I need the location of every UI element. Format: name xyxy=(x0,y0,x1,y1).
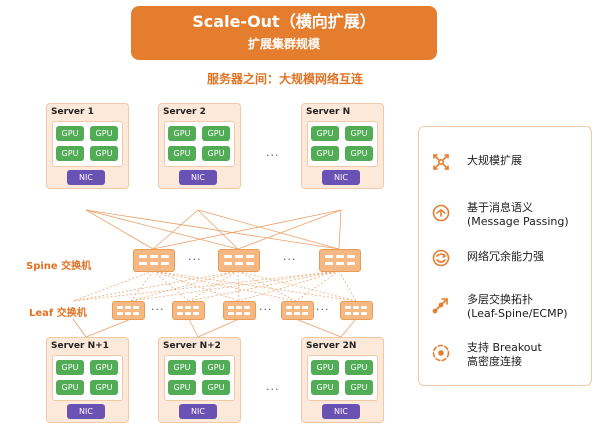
gpu-chip: GPU xyxy=(311,360,339,375)
gpu-group: GPU GPU GPU GPU xyxy=(307,121,378,167)
nic-chip: NIC xyxy=(322,170,360,185)
gpu-chip: GPU xyxy=(345,380,373,395)
gpu-chip: GPU xyxy=(168,380,196,395)
server-name: Server N xyxy=(306,107,351,117)
feature-text: 网络冗余能力强 xyxy=(467,250,544,264)
title-banner: Scale-Out（横向扩展） 扩展集群规模 xyxy=(131,6,437,60)
gpu-chip: GPU xyxy=(345,360,373,375)
leaf-ellipsis: ··· xyxy=(151,303,165,316)
gpu-chip: GPU xyxy=(168,146,196,161)
feature-line: (Message Passing) xyxy=(467,215,569,228)
feature-line: 网络冗余能力强 xyxy=(467,250,544,263)
server-1: Server 1 GPU GPU GPU GPU NIC xyxy=(46,103,129,189)
gpu-chip: GPU xyxy=(311,380,339,395)
gpu-chip: GPU xyxy=(311,126,339,141)
gpu-chip: GPU xyxy=(168,360,196,375)
server-name: Server 2N xyxy=(306,341,357,351)
feature-text: 大规模扩展 xyxy=(467,154,522,168)
server-name: Server 1 xyxy=(51,107,94,117)
gpu-chip: GPU xyxy=(168,126,196,141)
feature-text: 多层交换拓扑 (Leaf-Spine/ECMP) xyxy=(467,293,568,321)
breakout-icon xyxy=(432,344,450,362)
leaf-switch xyxy=(340,301,373,320)
section-title: 服务器之间：大规模网络互连 xyxy=(206,72,363,86)
spine-switch-label: Spine 交换机 xyxy=(26,261,92,272)
leaf-switch xyxy=(112,301,145,320)
feature-panel: 大规模扩展 基于消息语义 (Message Passing) 网络冗余能力强 xyxy=(418,126,592,386)
title-subtitle: 扩展集群规模 xyxy=(247,37,320,51)
gpu-chip: GPU xyxy=(56,360,84,375)
leaf-switch-label: Leaf 交换机 xyxy=(29,308,87,319)
gpu-chip: GPU xyxy=(311,146,339,161)
gpu-chip: GPU xyxy=(56,380,84,395)
server-name: Server N+1 xyxy=(51,341,109,351)
spine-switch xyxy=(218,249,260,272)
topology-icon xyxy=(432,298,448,314)
network-links xyxy=(72,209,357,338)
feature-line: 高密度连接 xyxy=(467,355,522,368)
server-n-plus-2: Server N+2 GPU GPU GPU GPU NIC xyxy=(158,337,241,423)
gpu-chip: GPU xyxy=(90,126,118,141)
message-icon xyxy=(432,204,450,222)
scale-icon xyxy=(433,154,449,170)
leaf-switch xyxy=(223,301,256,320)
gpu-chip: GPU xyxy=(90,360,118,375)
spine-switch xyxy=(319,249,361,272)
gpu-chip: GPU xyxy=(202,360,230,375)
title: Scale-Out（横向扩展） xyxy=(192,12,376,31)
feature-text: 支持 Breakout 高密度连接 xyxy=(467,341,542,369)
gpu-chip: GPU xyxy=(345,146,373,161)
leaf-ellipsis: ··· xyxy=(259,303,273,316)
gpu-group: GPU GPU GPU GPU xyxy=(307,355,378,401)
server-ellipsis: ··· xyxy=(266,149,280,162)
feature-line: (Leaf-Spine/ECMP) xyxy=(467,307,568,320)
gpu-chip: GPU xyxy=(56,126,84,141)
feature-line: 支持 Breakout xyxy=(467,341,542,354)
gpu-chip: GPU xyxy=(345,126,373,141)
nic-chip: NIC xyxy=(67,404,105,419)
gpu-chip: GPU xyxy=(56,146,84,161)
nic-chip: NIC xyxy=(67,170,105,185)
leaf-switch xyxy=(172,301,205,320)
server-ellipsis: ··· xyxy=(266,383,280,396)
gpu-group: GPU GPU GPU GPU xyxy=(52,121,123,167)
gpu-chip: GPU xyxy=(90,380,118,395)
gpu-chip: GPU xyxy=(202,126,230,141)
spine-ellipsis: ··· xyxy=(188,253,202,266)
gpu-chip: GPU xyxy=(202,380,230,395)
gpu-group: GPU GPU GPU GPU xyxy=(52,355,123,401)
leaf-ellipsis: ··· xyxy=(316,303,330,316)
server-2: Server 2 GPU GPU GPU GPU NIC xyxy=(158,103,241,189)
redundancy-icon xyxy=(432,249,450,267)
feature-text: 基于消息语义 (Message Passing) xyxy=(467,201,569,229)
server-n-plus-1: Server N+1 GPU GPU GPU GPU NIC xyxy=(46,337,129,423)
spine-ellipsis: ··· xyxy=(283,253,297,266)
server-n: Server N GPU GPU GPU GPU NIC xyxy=(301,103,384,189)
leaf-switch xyxy=(281,301,314,320)
nic-chip: NIC xyxy=(322,404,360,419)
gpu-group: GPU GPU GPU GPU xyxy=(164,355,235,401)
nic-chip: NIC xyxy=(179,170,217,185)
feature-line: 基于消息语义 xyxy=(467,201,533,214)
spine-switch xyxy=(133,249,175,272)
nic-chip: NIC xyxy=(179,404,217,419)
server-name: Server N+2 xyxy=(163,341,221,351)
gpu-chip: GPU xyxy=(202,146,230,161)
gpu-chip: GPU xyxy=(90,146,118,161)
server-2n: Server 2N GPU GPU GPU GPU NIC xyxy=(301,337,384,423)
gpu-group: GPU GPU GPU GPU xyxy=(164,121,235,167)
server-name: Server 2 xyxy=(163,107,206,117)
feature-line: 多层交换拓扑 xyxy=(467,293,533,306)
feature-line: 大规模扩展 xyxy=(467,154,522,167)
